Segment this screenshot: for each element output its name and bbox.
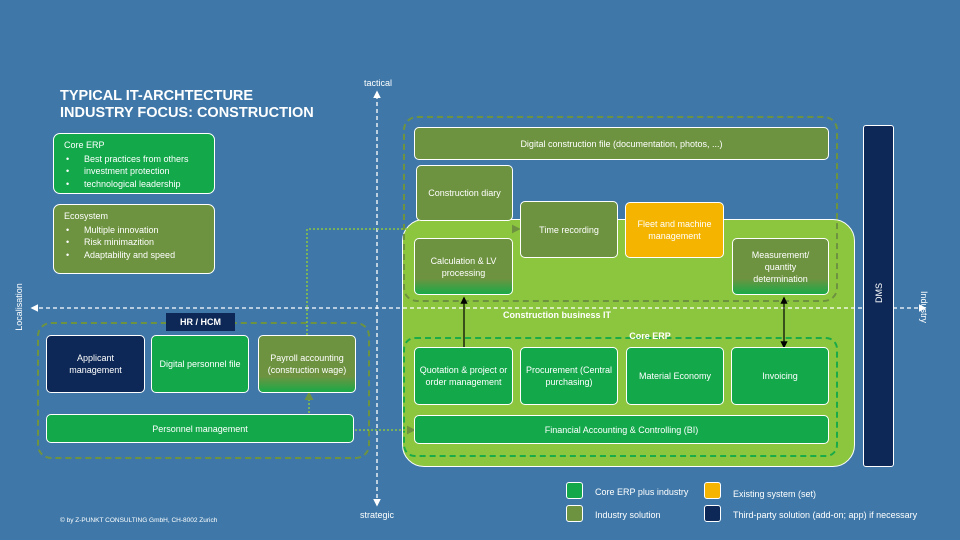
legend-label-third-party: Third-party solution (add-on; app) if ne… bbox=[733, 510, 918, 520]
list-item: Best practices from others bbox=[66, 153, 204, 166]
core-erp-info-box: Core ERP Best practices from others inve… bbox=[53, 133, 215, 194]
legend-swatch-core-erp bbox=[566, 482, 583, 499]
time-recording-box[interactable]: Time recording bbox=[520, 201, 618, 258]
hr-hcm-label: HR / HCM bbox=[166, 313, 235, 331]
core-erp-dashed-outline bbox=[403, 337, 838, 457]
ecosystem-info-list: Multiple innovation Risk minimazition Ad… bbox=[64, 224, 204, 262]
core-erp-info-list: Best practices from others investment pr… bbox=[64, 153, 204, 191]
legend-swatch-industry bbox=[566, 505, 583, 522]
page-title: TYPICAL IT-ARCHTECTURE INDUSTRY FOCUS: C… bbox=[60, 88, 314, 122]
core-erp-info-heading: Core ERP bbox=[64, 140, 105, 150]
industry-solution-dashed-outline bbox=[403, 116, 838, 302]
payroll-time-connector bbox=[306, 224, 521, 335]
title-line-2: INDUSTRY FOCUS: CONSTRUCTION bbox=[60, 105, 314, 121]
legend-label-existing: Existing system (set) bbox=[733, 489, 817, 499]
legend-swatch-existing bbox=[704, 482, 721, 499]
invoicing-box[interactable]: Invoicing bbox=[731, 347, 829, 405]
dms-label: DMS bbox=[873, 283, 884, 303]
applicant-management-box[interactable]: Applicant management bbox=[46, 335, 145, 393]
construction-diary-box[interactable]: Construction diary bbox=[416, 165, 513, 221]
list-item: Risk minimazition bbox=[66, 236, 204, 249]
calculation-lv-processing-box[interactable]: Calculation & LV processing bbox=[414, 238, 513, 295]
ecosystem-info-box: Ecosystem Multiple innovation Risk minim… bbox=[53, 204, 215, 274]
legend-swatch-third-party bbox=[704, 505, 721, 522]
payroll-accounting-box[interactable]: Payroll accounting (construction wage) bbox=[258, 335, 356, 393]
digital-personnel-file-box[interactable]: Digital personnel file bbox=[151, 335, 249, 393]
title-line-1: TYPICAL IT-ARCHTECTURE bbox=[60, 88, 254, 104]
procurement-box[interactable]: Procurement (Central purchasing) bbox=[520, 347, 618, 405]
ecosystem-info-heading: Ecosystem bbox=[64, 211, 109, 221]
measurement-quantity-box[interactable]: Measurement/ quantity determination bbox=[732, 238, 829, 295]
financial-accounting-box[interactable]: Financial Accounting & Controlling (BI) bbox=[414, 415, 829, 444]
list-item: investment protection bbox=[66, 165, 204, 178]
legend-label-industry: Industry solution bbox=[595, 510, 661, 520]
copyright-text: © by Z-PUNKT CONSULTING GmbH, CH-8002 Zu… bbox=[60, 517, 218, 524]
personnel-management-box[interactable]: Personnel management bbox=[46, 414, 354, 443]
list-item: Multiple innovation bbox=[66, 224, 204, 237]
axis-label-strategic: strategic bbox=[360, 510, 395, 520]
axis-label-tactical: tactical bbox=[364, 78, 393, 88]
dms-bar[interactable]: DMS bbox=[863, 125, 894, 467]
core-erp-label: Core ERP bbox=[629, 331, 671, 341]
legend-label-core-erp: Core ERP plus industry bbox=[595, 487, 689, 497]
list-item: Adaptability and speed bbox=[66, 249, 204, 262]
fleet-machine-management-box[interactable]: Fleet and machine management bbox=[625, 202, 724, 258]
list-item: technological leadership bbox=[66, 178, 204, 191]
axis-label-localisation: Localisation bbox=[13, 283, 24, 331]
material-economy-box[interactable]: Material Economy bbox=[626, 347, 724, 405]
digital-construction-file-box[interactable]: Digital construction file (documentation… bbox=[414, 127, 829, 160]
axis-label-industry: Industry bbox=[919, 290, 930, 324]
construction-business-it-label: Construction business IT bbox=[502, 310, 611, 320]
quotation-project-box[interactable]: Quotation & project or order management bbox=[414, 347, 513, 405]
